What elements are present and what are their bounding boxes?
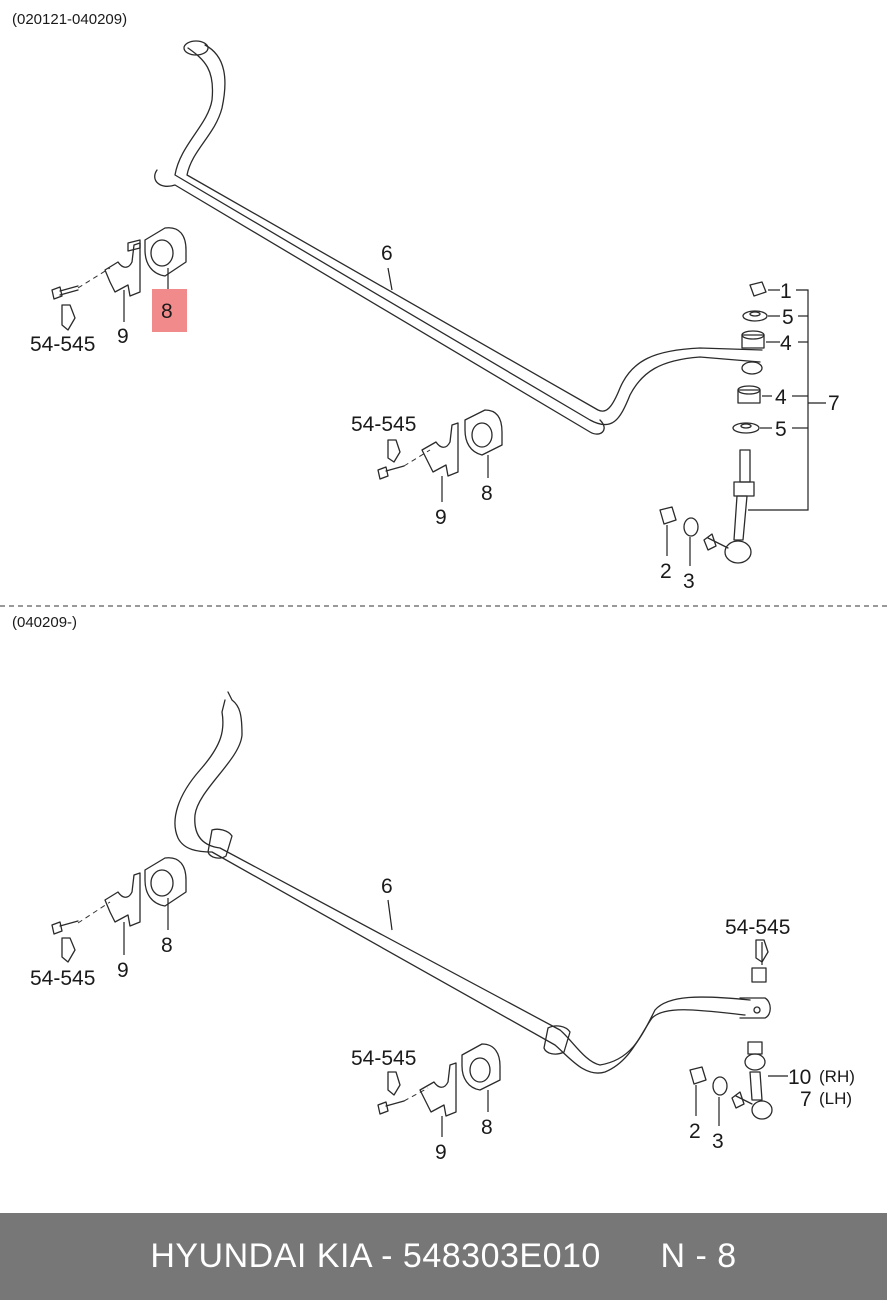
- callout-1: 1: [780, 280, 792, 303]
- section-1-period-label: (020121-040209): [12, 11, 127, 28]
- callout-5-lower: 5: [775, 418, 787, 441]
- callout-9: 9: [117, 325, 129, 348]
- callout-9-center: 9: [435, 506, 447, 529]
- section-2-period-label: (040209-): [12, 614, 77, 631]
- bushing-bracket-left-new: [51, 857, 187, 963]
- footer-page-ref: N - 8: [660, 1237, 737, 1275]
- part-number-footer: HYUNDAI KIA - 548303E010 N - 8: [0, 1213, 887, 1300]
- callout-6: 6: [381, 242, 393, 265]
- bushing-bracket-center-old: [377, 409, 503, 480]
- callout-54-545-new-right: 54-545: [725, 916, 790, 939]
- footer-spacer: [601, 1237, 661, 1276]
- highlight-marker: [152, 289, 187, 332]
- callout-4-lower: 4: [775, 386, 787, 409]
- callout-7: 7: [828, 392, 840, 415]
- callout-10: 10: [788, 1066, 811, 1089]
- callout-9-new-center: 9: [435, 1141, 447, 1164]
- callout-9-new-left: 9: [117, 959, 129, 982]
- bolt-left-old: [51, 267, 111, 331]
- callout-5-upper: 5: [782, 306, 794, 329]
- label-rh: (RH): [819, 1067, 855, 1086]
- stabilizer-link-old: [659, 281, 768, 564]
- bushing-bracket-center-new: [377, 1043, 501, 1117]
- stabilizer-link-new: [689, 939, 773, 1120]
- callout-3-new: 3: [712, 1130, 724, 1153]
- stabilizer-bar-old: [154, 40, 763, 435]
- callout-2-new: 2: [689, 1120, 701, 1143]
- callout-8-highlighted: 8: [161, 300, 173, 323]
- callout-2: 2: [660, 560, 672, 583]
- callout-8-center: 8: [481, 482, 493, 505]
- callout-54-545-new-center: 54-545: [351, 1047, 416, 1070]
- bushing-bracket-left-old: [104, 227, 187, 297]
- label-lh: (LH): [819, 1089, 852, 1108]
- footer-part-number: HYUNDAI KIA - 548303E010: [150, 1237, 601, 1275]
- callout-7-new: 7: [800, 1088, 812, 1111]
- callout-54-545: 54-545: [30, 333, 95, 356]
- callout-3: 3: [683, 570, 695, 593]
- callout-8-new-center: 8: [481, 1116, 493, 1139]
- callout-4-upper: 4: [780, 332, 792, 355]
- callout-6-new: 6: [381, 875, 393, 898]
- stabilizer-bar-new: [174, 691, 771, 1074]
- callout-54-545-new-left: 54-545: [30, 967, 95, 990]
- callout-8-new-left: 8: [161, 934, 173, 957]
- callout-54-545-center: 54-545: [351, 413, 416, 436]
